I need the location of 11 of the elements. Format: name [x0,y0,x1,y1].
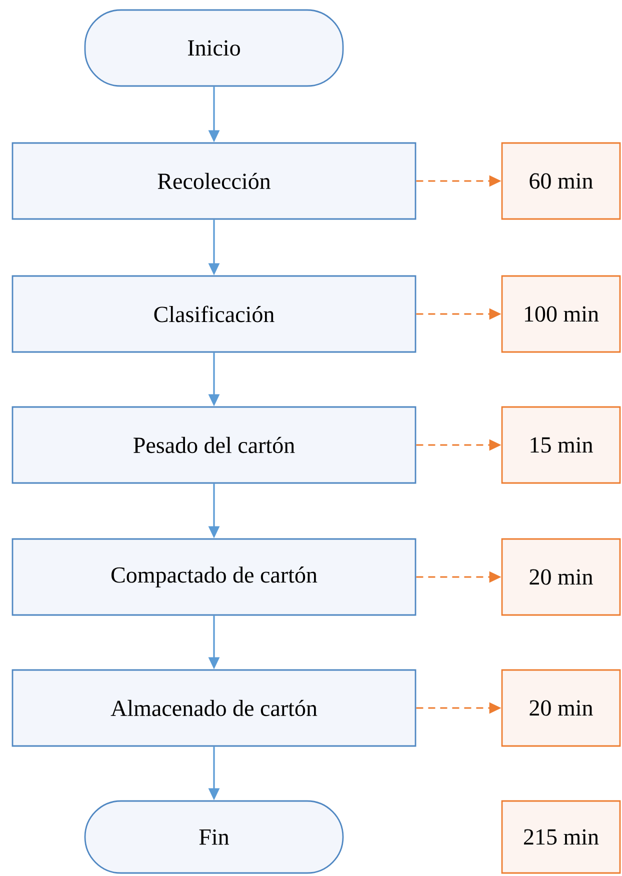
process-box: Compactado de cartón [12,538,416,616]
process-box: Clasificación [12,275,416,353]
time-box: 100 min [501,275,621,353]
process-box: Recolección [12,142,416,220]
time-box: 20 min [501,538,621,616]
time-box: 15 min [501,406,621,484]
process-box: Pesado del cartón [12,406,416,484]
process-box: Almacenado de cartón [12,669,416,747]
time-box: 215 min [501,800,621,874]
time-box: 20 min [501,669,621,747]
time-box: 60 min [501,142,621,220]
